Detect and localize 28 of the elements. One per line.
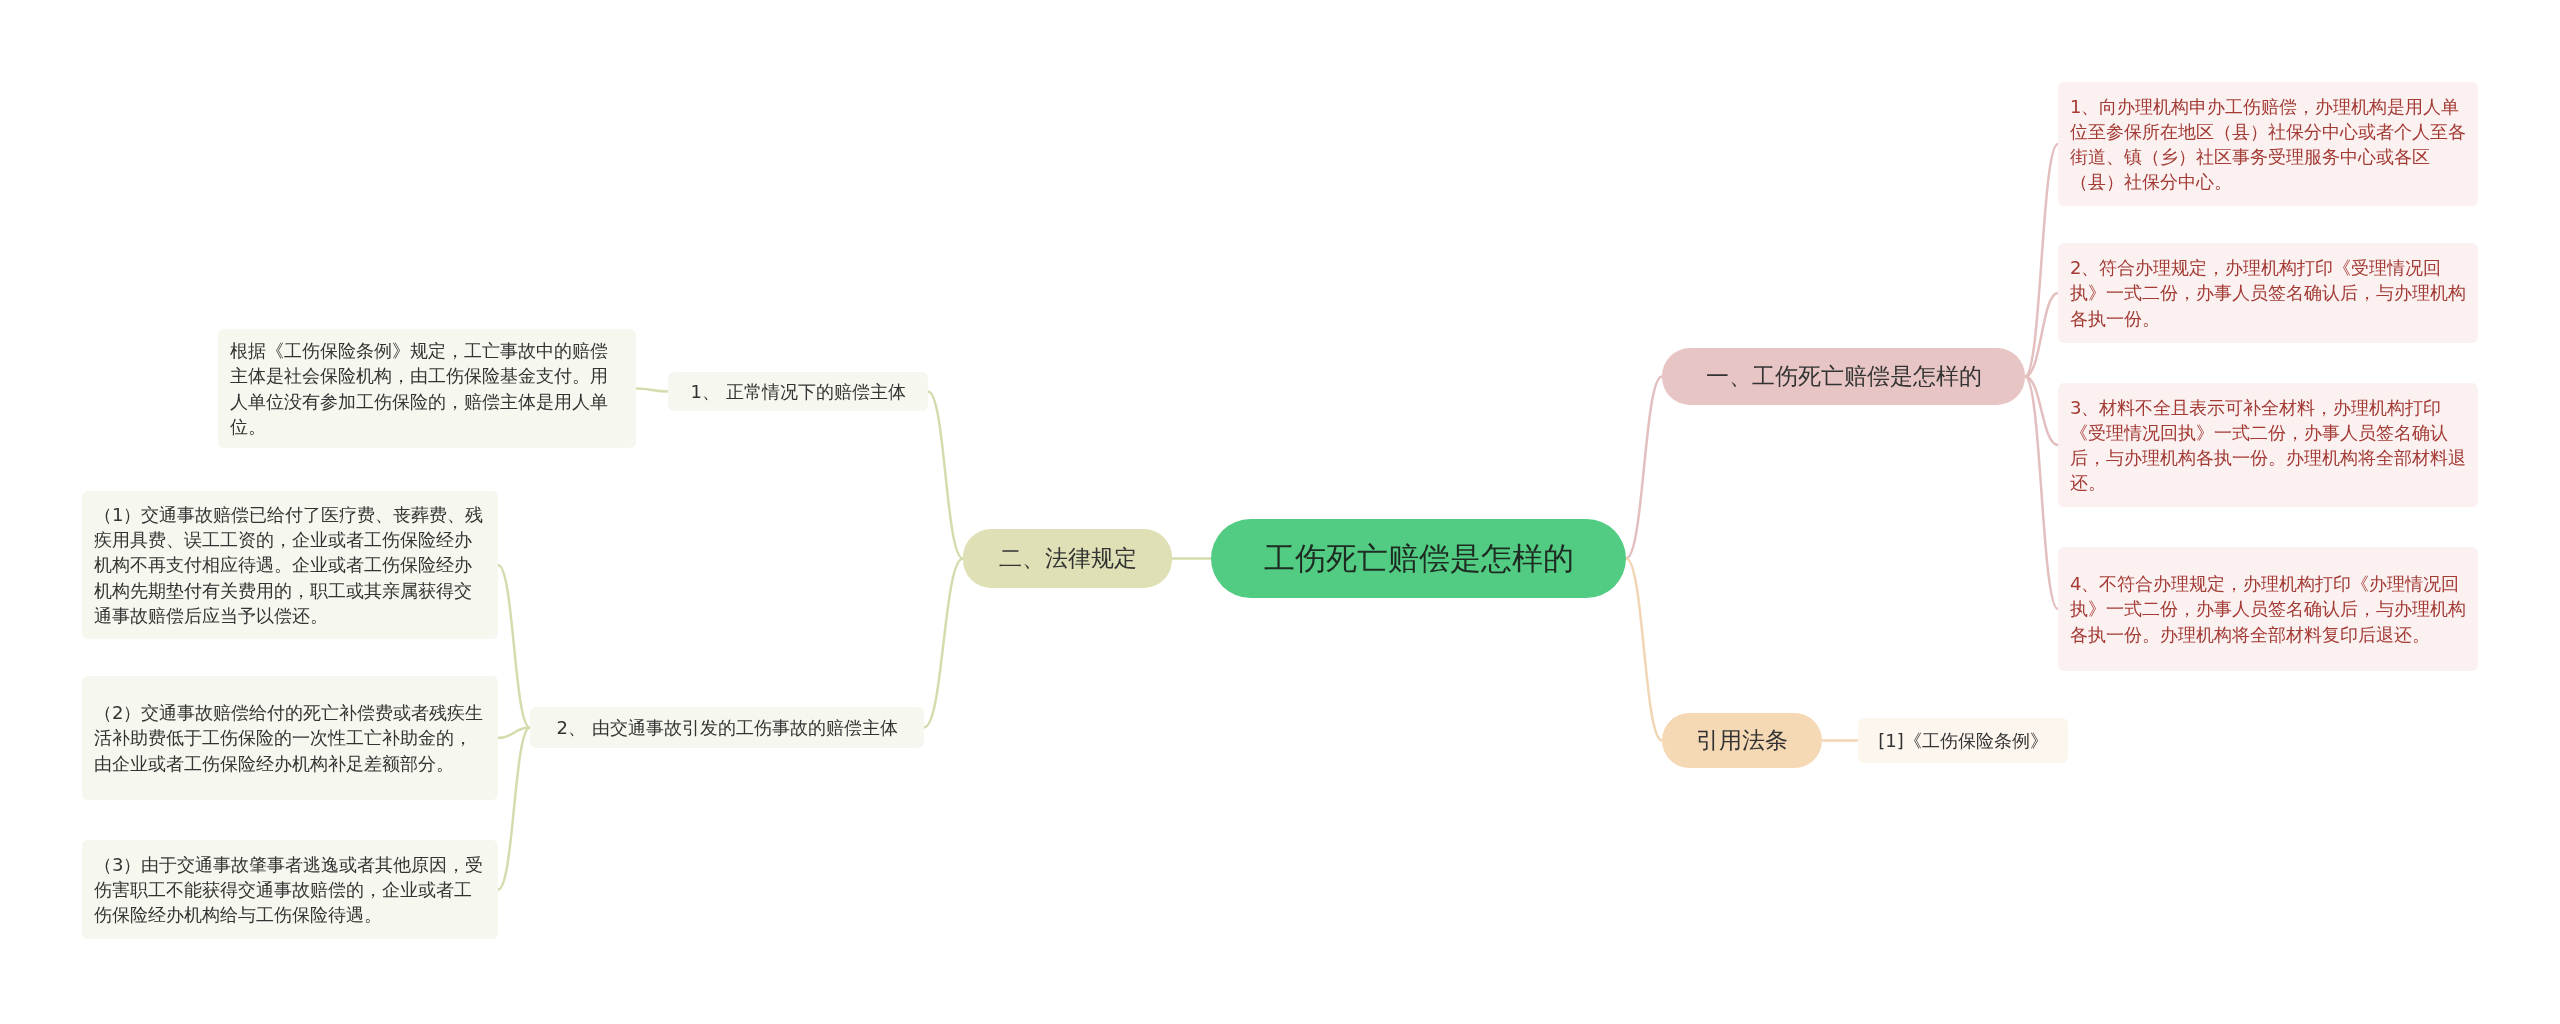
topic-card: 1、向办理机构申办工伤赔偿，办理机构是用人单位至参保所在地区（县）社保分中心或者个人至各街道、镇（乡）社区事务受理服务中心或各区（县）社保分中心。 (2058, 82, 2478, 206)
connector-line (635, 387, 669, 393)
topic-card: 3、材料不全且表示可补全材料，办理机构打印《受理情况回执》一式二份，办事人员签名确认后，与办理机构各执一份。办理机构将全部材料退还。 (2058, 383, 2478, 507)
branch-topic: 引用法条 (1662, 713, 1822, 768)
connector-line (2024, 143, 2059, 378)
topic-card: 根据《工伤保险条例》规定，工亡事故中的赔偿主体是社会保险机构，由工伤保险基金支付。用人单位没有参加工伤保险的，赔偿主体是用人单位。 (218, 329, 636, 448)
subtopic-label: 2、 由交通事故引发的工伤事故的赔偿主体 (530, 707, 924, 748)
branch-topic: 二、法律规定 (963, 529, 1172, 588)
central-topic: 工伤死亡赔偿是怎样的 (1211, 519, 1626, 598)
connector-line (2024, 291, 2059, 378)
connector-line (497, 726, 531, 891)
topic-card: （3）由于交通事故肇事者逃逸或者其他原因，受伤害职工不能获得交通事故赔偿的，企业或者工伤保险经办机构给与工伤保险待遇。 (82, 840, 498, 939)
connector-line (1172, 557, 1211, 560)
subtopic-label: 1、 正常情况下的赔偿主体 (668, 372, 928, 411)
connector-line (497, 564, 531, 729)
connector-line (923, 557, 964, 729)
topic-card: （2）交通事故赔偿给付的死亡补偿费或者残疾生活补助费低于工伤保险的一次性工亡补助金的，由企业或者工伤保险经办机构补足差额部分。 (82, 676, 498, 800)
topic-card: 2、符合办理规定，办理机构打印《受理情况回执》一式二份，办事人员签名确认后，与办理机构各执一份。 (2058, 243, 2478, 343)
connector-line (1822, 739, 1858, 742)
topic-card: [1]《工伤保险条例》 (1858, 718, 2068, 763)
connector-line (1625, 557, 1663, 742)
connector-line (1625, 375, 1663, 560)
connector-line (927, 390, 964, 560)
topic-card: 4、不符合办理规定，办理机构打印《办理情况回执》一式二份，办事人员签名确认后，与办理机构各执一份。办理机构将全部材料复印后退还。 (2058, 547, 2478, 671)
connector-line (497, 726, 531, 740)
connector-line (2024, 375, 2059, 610)
topic-card: （1）交通事故赔偿已给付了医疗费、丧葬费、残疾用具费、误工工资的，企业或者工伤保险经办机构不再支付相应待遇。企业或者工伤保险经办机构先期垫付有关费用的，职工或其亲属获得交通事故赔偿后应当予以偿还。 (82, 491, 498, 639)
branch-topic: 一、工伤死亡赔偿是怎样的 (1662, 348, 2025, 405)
